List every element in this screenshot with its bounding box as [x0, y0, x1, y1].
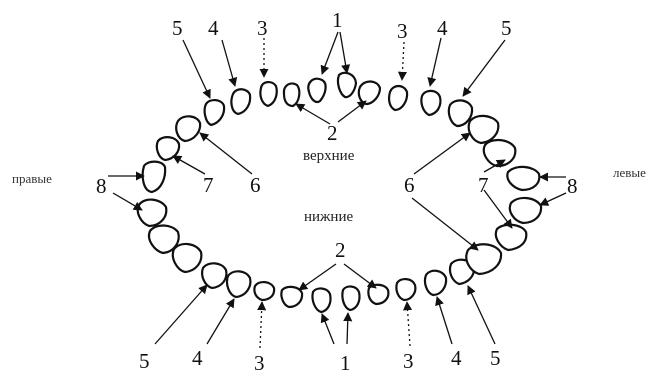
label-lower-5-left: 5 [490, 346, 501, 370]
label-upper-5-right: 5 [172, 16, 183, 40]
label-upper-2: 2 [327, 121, 338, 145]
label-lower-2: 2 [335, 238, 346, 262]
label-lower-1: 1 [340, 351, 351, 375]
arrow-lower-4-right [207, 299, 234, 344]
tooth-lower-left-2 [368, 285, 388, 304]
label-lower-jaw: нижние [304, 209, 353, 225]
label-right-side: правые [12, 171, 52, 186]
arrow-6-right [200, 133, 252, 174]
tooth-upper-left-4 [421, 91, 440, 115]
arrow-lower-2a [299, 264, 336, 290]
label-upper-5-left: 5 [501, 16, 512, 40]
label-lower-4-right: 4 [192, 346, 203, 370]
label-upper-jaw: верхние [303, 148, 355, 164]
arrow-7-right [173, 156, 205, 174]
arrow-6-left-lower [412, 198, 478, 250]
label-upper-3-right: 3 [257, 16, 268, 40]
tooth-upper-left-3 [389, 86, 407, 110]
tooth-upper-right-6 [176, 116, 200, 141]
tooth-lower-left-3 [396, 279, 415, 300]
arrow-upper-2b [338, 101, 366, 122]
tooth-lower-right-4 [227, 271, 250, 297]
tooth-lower-right-6 [173, 244, 202, 272]
label-8-right: 8 [96, 174, 107, 198]
arrow-lower-5-left [468, 286, 495, 344]
label-7-right: 7 [203, 173, 214, 197]
tooth-upper-left-1b [359, 81, 380, 104]
label-lower-4-left: 4 [451, 346, 462, 370]
label-6-left: 6 [404, 173, 415, 197]
tooth-upper-right-7 [157, 137, 179, 160]
arrow-upper-5-right [183, 40, 210, 98]
arrow-8-left-lower [540, 193, 566, 205]
arrow-lower-1b [347, 313, 348, 344]
label-lower-5-right: 5 [139, 349, 150, 373]
tooth-lower-left-4 [425, 271, 446, 295]
label-left-side: левые [613, 165, 646, 180]
tooth-lower-left-8 [510, 198, 541, 223]
arrow-lower-4-left [437, 297, 452, 344]
label-upper-3-left: 3 [397, 19, 408, 43]
arrow-upper-3-left [402, 42, 404, 80]
tooth-upper-left-1a [338, 73, 356, 97]
tooth-lower-left-1 [342, 286, 359, 310]
tooth-upper-right-8 [143, 162, 165, 192]
arrow-upper-1b [340, 32, 347, 73]
tooth-lower-right-5 [202, 263, 226, 288]
label-7-left: 7 [478, 173, 489, 197]
label-upper-1: 1 [332, 8, 343, 32]
tooth-upper-right-1 [308, 79, 325, 102]
arrow-6-left-upper [414, 133, 470, 174]
tooth-upper-right-3 [260, 82, 276, 106]
tooth-lower-left-7 [496, 225, 526, 250]
label-6-right: 6 [250, 173, 261, 197]
word-labels: верхние нижние правые левые [12, 148, 646, 225]
arrow-upper-4-right [222, 40, 235, 86]
arrow-lower-3-right [260, 302, 262, 348]
label-upper-4-right: 4 [208, 16, 219, 40]
tooth-upper-right-5 [205, 100, 225, 125]
tooth-lower-right-3 [254, 282, 274, 300]
label-upper-4-left: 4 [437, 16, 448, 40]
arrow-lower-3-left [407, 302, 410, 346]
arrow-upper-5-left [463, 40, 505, 96]
tooth-lower-right-8 [138, 200, 167, 226]
arrow-lower-5-right [155, 285, 207, 344]
arrow-8-right-lower [113, 193, 142, 210]
tooth-upper-left-8 [507, 167, 539, 190]
arrow-lower-2b [344, 264, 376, 288]
tooth-upper-left-7 [484, 140, 515, 166]
arrow-lower-1a [322, 314, 334, 344]
tooth-upper-right-2 [284, 83, 299, 106]
arrow-upper-2a [296, 104, 330, 124]
label-lower-3-right: 3 [254, 351, 265, 375]
tooth-lower-right-1 [312, 288, 330, 312]
tooth-lower-left-6 [466, 244, 501, 274]
number-labels: 1 3 3 4 4 5 5 2 6 7 8 6 7 8 2 5 4 3 1 3 … [96, 8, 578, 375]
tooth-upper-left-6 [469, 116, 499, 143]
arrow-upper-4-left [430, 38, 441, 86]
arrow-upper-1a [322, 32, 338, 74]
label-8-left: 8 [567, 174, 578, 198]
tooth-upper-right-4 [231, 89, 250, 114]
label-lower-3-left: 3 [403, 349, 414, 373]
